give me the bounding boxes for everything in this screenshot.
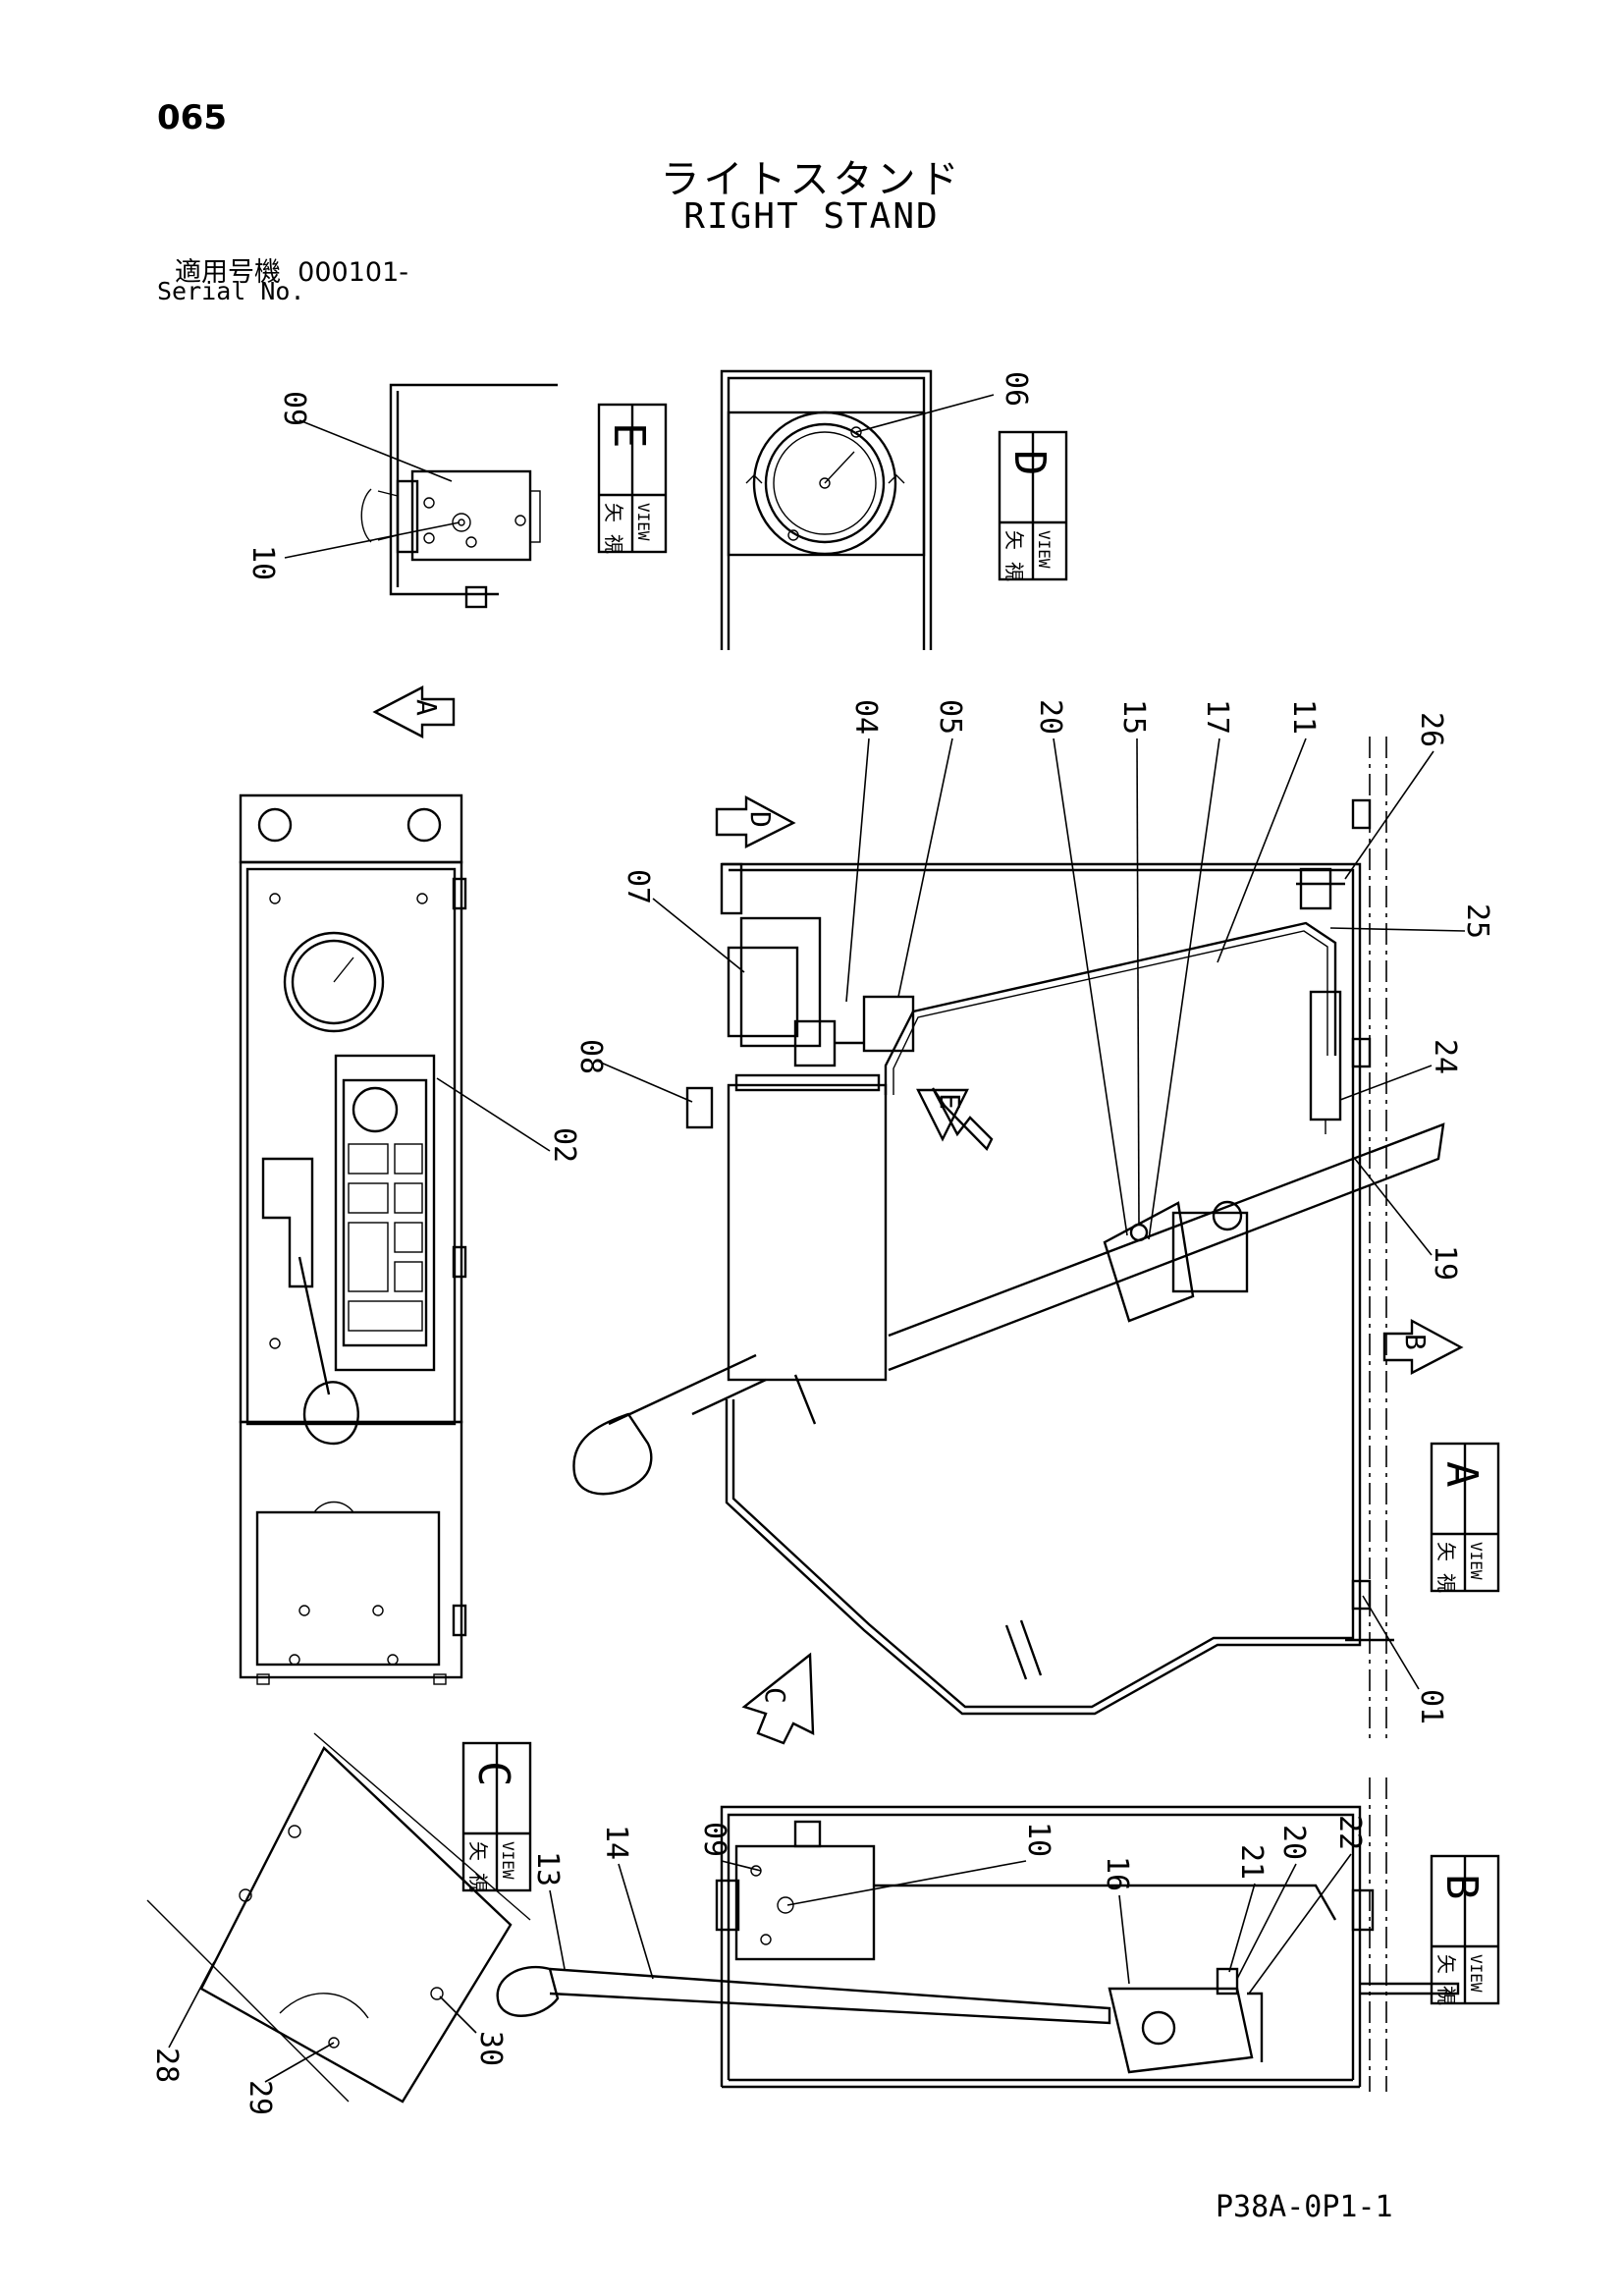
view-e-en: VIEW [634,503,653,541]
page-number: 065 [157,98,227,137]
callout-05: 05 [933,699,967,735]
callout-16: 16 [1100,1856,1134,1891]
callout-09-view-b: 09 [697,1822,731,1857]
front-panel-view [239,793,467,1685]
callout-19: 19 [1428,1245,1462,1281]
callout-02: 02 [547,1127,581,1163]
callout-04: 04 [848,699,883,735]
view-arrow-b: B [1382,1318,1464,1375]
view-b-detail [496,1777,1460,2092]
view-label-e: 矢 視 VIEW E [597,403,668,554]
callout-06: 06 [999,371,1033,407]
callout-08: 08 [573,1039,608,1074]
part-callouts: 09 10 06 04 05 20 15 17 11 26 25 24 19 0… [149,371,1494,2115]
view-e-jp: 矢 視 [602,503,625,554]
view-label-b: 矢 視 VIEW B [1430,1854,1500,2005]
view-d-letter: D [1004,450,1055,476]
view-e-letter: E [604,422,654,449]
callout-29: 29 [243,2080,277,2115]
view-arrow-a: A [372,685,456,738]
view-b-jp: 矢 視 [1434,1954,1458,2005]
callout-10-view-e: 10 [245,545,280,580]
callout-11: 11 [1286,699,1321,735]
view-label-d: 矢 視 VIEW D [998,430,1068,581]
view-label-c: 矢 視 VIEW C [461,1741,532,1892]
callout-07: 07 [621,869,655,904]
view-e-detail [360,383,558,609]
view-a-en: VIEW [1467,1542,1486,1580]
main-side-view [572,737,1445,1738]
callout-01: 01 [1414,1689,1448,1724]
view-c-en: VIEW [499,1841,517,1880]
view-c-jp: 矢 視 [466,1841,490,1892]
view-a-jp: 矢 視 [1434,1542,1458,1593]
view-b-en: VIEW [1467,1954,1486,1993]
callout-15: 15 [1116,699,1151,735]
view-arrow-e-letter: E [934,1093,966,1110]
view-d-jp: 矢 視 [1002,530,1026,581]
callout-14: 14 [599,1825,633,1860]
view-a-letter: A [1436,1461,1487,1488]
serial-range: 000101- [298,257,408,288]
view-arrow-a-letter: A [410,699,443,716]
callout-09-view-e: 09 [277,391,311,426]
callout-30: 30 [473,2031,508,2066]
view-d-en: VIEW [1035,530,1054,569]
callout-10-view-b: 10 [1021,1822,1055,1857]
view-arrow-c: C [741,1652,815,1745]
callout-21: 21 [1234,1844,1269,1880]
view-d-detail [720,369,933,650]
view-arrow-e: E [916,1087,994,1152]
serial-label-japanese: 適用号機 000101- [175,250,408,289]
view-c-detail [146,1732,531,2104]
serial-label-jp: 適用号機 [175,257,281,288]
view-arrow-b-letter: B [1399,1334,1432,1350]
view-label-a: 矢 視 VIEW A [1430,1442,1500,1593]
page-title-japanese: ライトスタンド [660,157,963,202]
view-c-letter: C [468,1761,518,1787]
view-arrow-d-letter: D [744,811,777,828]
callout-13: 13 [530,1851,565,1886]
view-arrow-d: D [715,794,796,848]
callout-17: 17 [1200,699,1234,735]
page-title-english: RIGHT STAND [683,196,940,237]
callout-20: 20 [1276,1825,1311,1860]
serial-label-english: Serial No. [157,277,305,305]
view-arrow-c-letter: C [759,1687,791,1704]
callout-18: 20 [1033,699,1067,735]
callout-24: 24 [1428,1039,1462,1074]
drawing-number: P38A-0P1-1 [1216,2190,1393,2224]
callout-25: 25 [1460,903,1494,939]
callout-28: 28 [149,2048,184,2083]
callout-22: 22 [1332,1815,1367,1850]
view-b-letter: B [1436,1874,1487,1900]
callout-26: 26 [1414,712,1448,747]
